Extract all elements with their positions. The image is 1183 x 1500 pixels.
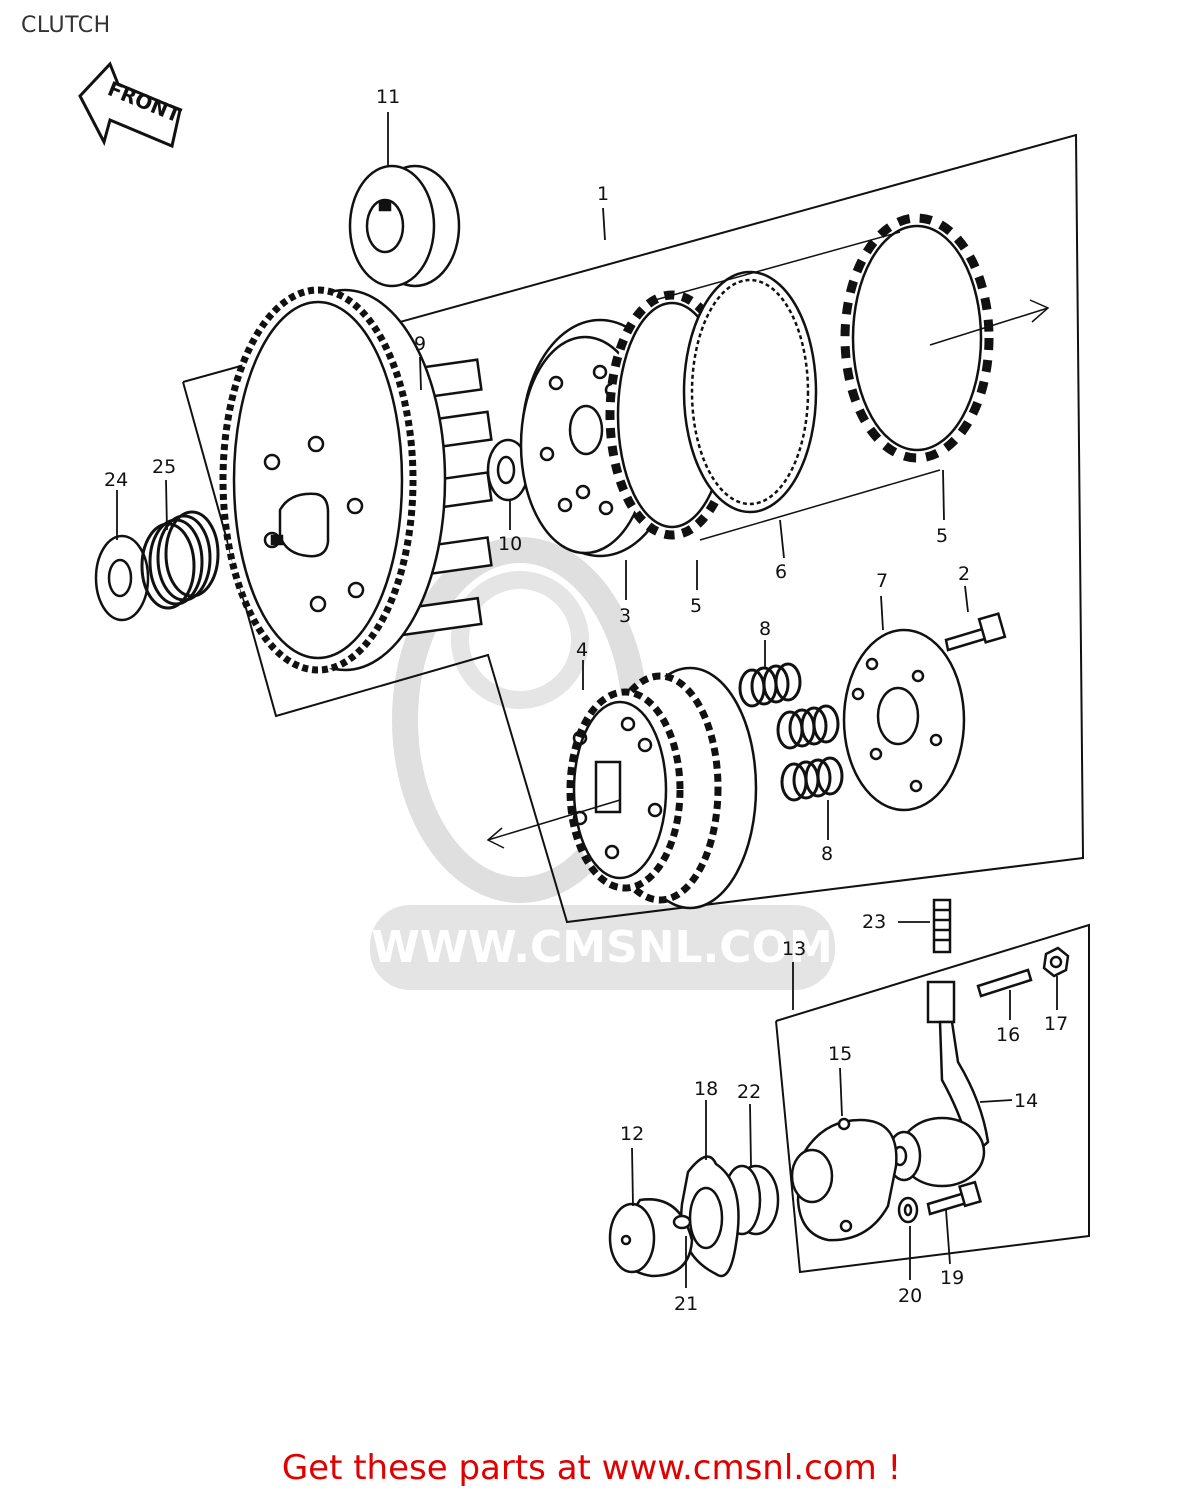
callout-7: 7 <box>876 570 888 592</box>
callout-18: 18 <box>694 1078 718 1100</box>
callout-20: 20 <box>898 1285 922 1307</box>
part-7-spring-plate <box>842 628 966 812</box>
part-24-washer <box>94 534 150 622</box>
callout-5b: 5 <box>936 525 948 547</box>
leader-lines <box>116 112 1058 1288</box>
callout-12: 12 <box>620 1123 644 1145</box>
cmsnl-link[interactable]: Get these parts at www.cmsnl.com ! <box>281 1448 902 1488</box>
part-9-clutch-housing <box>219 286 493 674</box>
part-12-cap <box>608 1198 694 1278</box>
callout-labels: 1 2 3 4 5 5 6 7 8 8 9 10 11 12 13 14 15 … <box>104 86 1068 1315</box>
assembly-1-boundary <box>182 133 1085 924</box>
callout-16: 16 <box>996 1024 1020 1046</box>
part-8-springs <box>738 662 844 802</box>
callout-11: 11 <box>376 86 400 108</box>
callout-5a: 5 <box>690 595 702 617</box>
callout-2: 2 <box>958 563 970 585</box>
part-15-release-housing <box>790 1117 898 1242</box>
callout-8a: 8 <box>759 618 771 640</box>
part-11-gear <box>348 164 461 288</box>
part-19-screw <box>926 1180 982 1216</box>
callout-10: 10 <box>498 533 522 555</box>
callout-3: 3 <box>619 605 631 627</box>
front-arrow-icon: FRONT <box>78 61 185 149</box>
part-4-clutch-hub <box>566 666 758 910</box>
callout-15: 15 <box>828 1043 852 1065</box>
callout-4: 4 <box>576 639 588 661</box>
callout-13: 13 <box>782 938 806 960</box>
part-16-adjusting-screw <box>976 968 1033 998</box>
part-17-nut <box>1042 946 1070 978</box>
callout-23: 23 <box>862 911 886 933</box>
callout-9: 9 <box>414 333 426 355</box>
callout-8b: 8 <box>821 843 833 865</box>
callout-14: 14 <box>1014 1090 1038 1112</box>
callout-24: 24 <box>104 469 128 491</box>
callout-25: 25 <box>152 456 176 478</box>
part-6-steel-plate <box>682 270 818 514</box>
part-23-screw <box>932 898 952 954</box>
part-2-bolt <box>944 612 1007 652</box>
watermark-text: WWW.CMSNL.COM <box>371 922 833 973</box>
part-25-spring <box>140 510 220 610</box>
part-14-release-lever <box>886 980 990 1188</box>
callout-17: 17 <box>1044 1013 1068 1035</box>
page-title: CLUTCH <box>21 13 111 38</box>
callout-1: 1 <box>597 183 609 205</box>
callout-6: 6 <box>775 561 787 583</box>
assembly-13-boundary <box>775 923 1090 1274</box>
callout-19: 19 <box>940 1267 964 1289</box>
part-20-washer <box>897 1196 919 1224</box>
assembly-arrows <box>486 231 1050 849</box>
callout-21: 21 <box>674 1293 698 1315</box>
watermark: WWW.CMSNL.COM <box>370 537 835 990</box>
footer-cta: Get these parts at www.cmsnl.com ! <box>0 1448 1183 1488</box>
callout-22: 22 <box>737 1081 761 1103</box>
